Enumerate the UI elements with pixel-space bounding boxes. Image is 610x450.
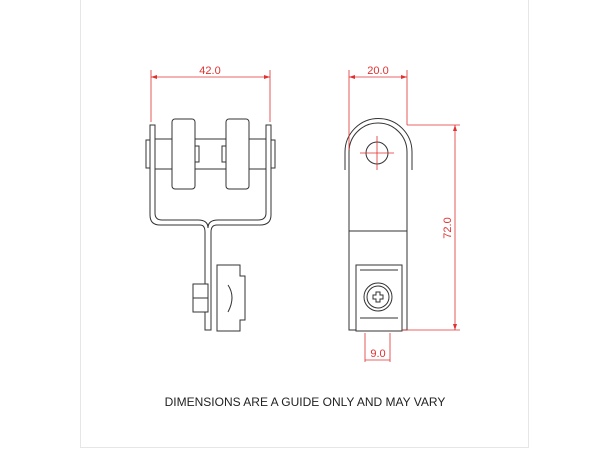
dimension-label-width-front: 42.0 [199, 65, 220, 77]
drawing-frame [80, 0, 529, 448]
clamp-screw [227, 284, 233, 313]
disclaimer-note: DIMENSIONS ARE A GUIDE ONLY AND MAY VARY [164, 395, 446, 409]
bracket [149, 124, 272, 331]
wheel-hub-right [221, 145, 227, 163]
phillips-screw-icon [372, 291, 384, 303]
axle [154, 138, 267, 170]
dimension-label-height: 72.0 [442, 217, 454, 238]
screw-head-outer [363, 282, 393, 312]
side-clamp [355, 264, 403, 332]
wheel-right [225, 118, 250, 190]
axle-stub-right [270, 139, 276, 169]
axle-stub-left [145, 139, 151, 169]
dimension-label-width-side: 20.0 [367, 65, 388, 77]
wheel-left [171, 118, 196, 190]
side-view [344, 70, 460, 362]
wheel-outline [344, 118, 413, 153]
screw-head [366, 285, 390, 309]
wheel-hub-left [194, 145, 200, 163]
dimension-label-clamp: 9.0 [370, 348, 385, 360]
clamp [216, 264, 246, 332]
front-view [145, 70, 276, 332]
